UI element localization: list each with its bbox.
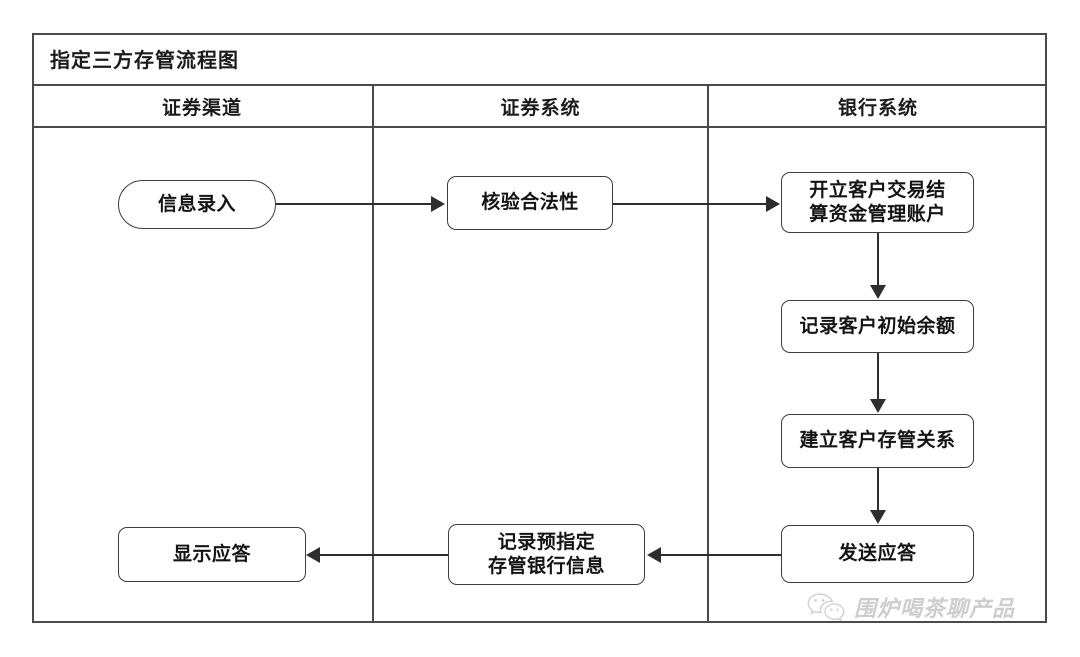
flow-node-record-bank-info[interactable]: 记录预指定 存管银行信息 — [448, 524, 645, 585]
flow-node-info-entry[interactable]: 信息录入 — [118, 180, 276, 229]
arrowhead-left-icon — [306, 547, 320, 563]
edge-record-balance-to-build-relation — [877, 353, 879, 401]
arrowhead-left-icon — [647, 547, 661, 563]
flow-node-label: 信息录入 — [157, 193, 236, 215]
flow-node-build-relation[interactable]: 建立客户存管关系 — [781, 414, 974, 468]
edge-build-relation-to-send-response — [877, 468, 879, 512]
diagram-title-band: 指定三方存管流程图 — [32, 33, 1047, 86]
lane-divider-1 — [372, 128, 374, 623]
edge-open-account-to-record-balance — [877, 233, 879, 287]
flow-node-show-response[interactable]: 显示应答 — [118, 527, 306, 582]
arrowhead-down-icon — [870, 285, 886, 299]
flow-node-label: 核验合法性 — [481, 192, 579, 214]
edge-info-entry-to-verify-legality — [276, 203, 433, 205]
flow-node-label: 发送应答 — [838, 543, 917, 565]
lane-divider-2 — [707, 128, 709, 623]
flow-node-verify-legality[interactable]: 核验合法性 — [447, 176, 613, 230]
swimlane-header-securities-system: 证券系统 — [372, 86, 707, 126]
flow-node-open-account[interactable]: 开立客户交易结 算资金管理账户 — [781, 172, 974, 233]
flow-node-record-balance[interactable]: 记录客户初始余额 — [781, 300, 974, 353]
swimlane-header-securities-channel: 证券渠道 — [161, 97, 242, 119]
flow-node-label: 显示应答 — [172, 543, 251, 565]
swimlane-header-bank-system: 银行系统 — [707, 86, 1047, 126]
swimlane-header-row: 证券渠道 证券系统 银行系统 — [32, 86, 1047, 128]
arrowhead-right-icon — [766, 196, 780, 212]
flow-node-label: 记录客户初始余额 — [799, 315, 956, 337]
arrowhead-down-icon — [870, 510, 886, 524]
diagram-title: 指定三方存管流程图 — [50, 50, 239, 72]
arrowhead-right-icon — [431, 196, 445, 212]
flow-node-send-response[interactable]: 发送应答 — [781, 525, 974, 583]
flow-node-label: 开立客户交易结 算资金管理账户 — [809, 180, 946, 225]
flow-node-label: 建立客户存管关系 — [799, 430, 956, 452]
edge-send-response-to-record-bank-info — [661, 554, 781, 556]
arrowhead-down-icon — [870, 399, 886, 413]
edge-verify-legality-to-open-account — [613, 203, 768, 205]
flow-node-label: 记录预指定 存管银行信息 — [487, 532, 605, 577]
edge-record-bank-info-to-show-response — [320, 554, 448, 556]
